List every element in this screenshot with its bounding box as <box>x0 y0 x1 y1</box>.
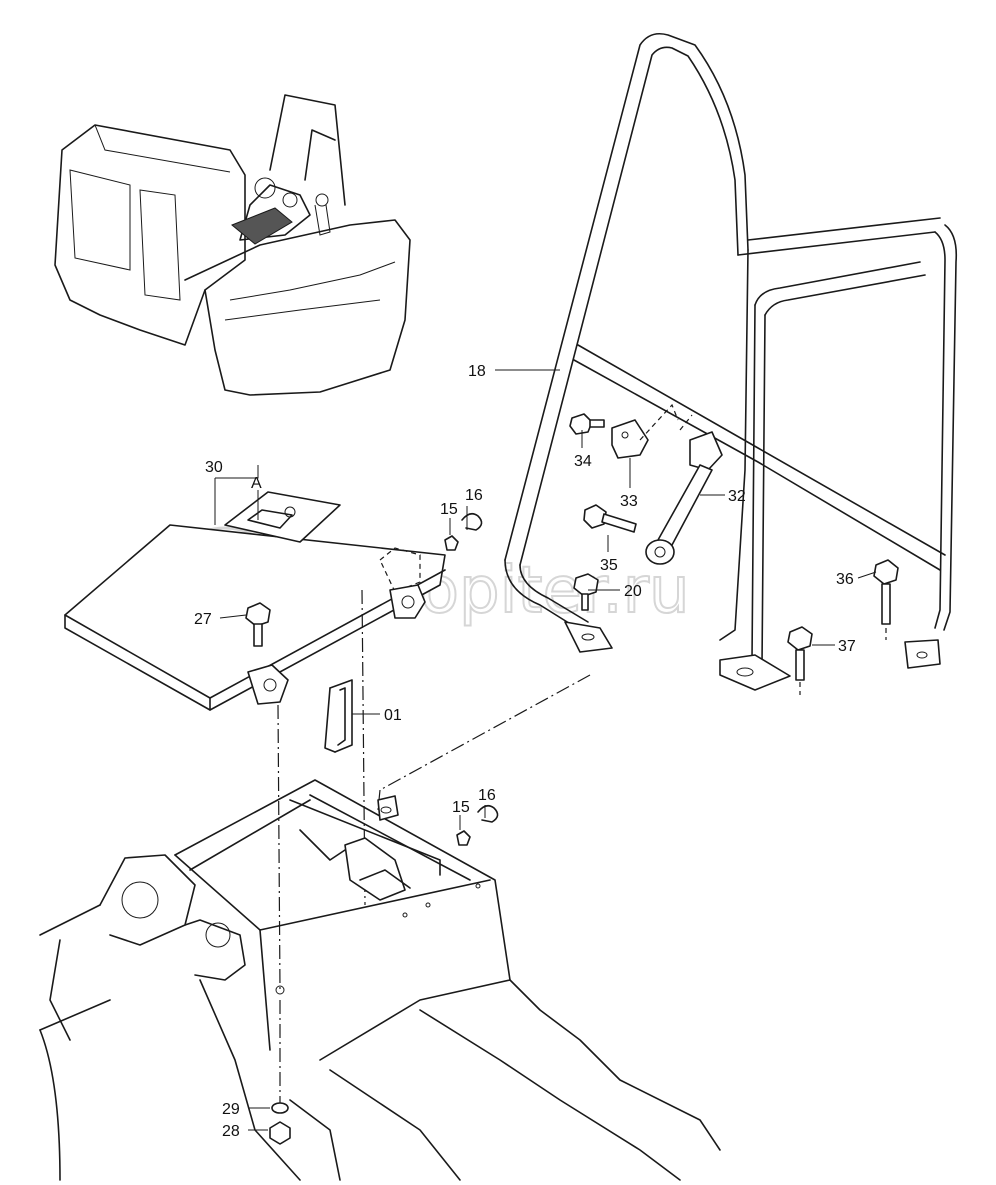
label-part-34: 34 <box>574 453 592 470</box>
handle-part <box>324 679 353 753</box>
label-part-27: 27 <box>194 611 212 628</box>
floor-plate <box>64 491 471 846</box>
label-view-A: A <box>251 475 262 492</box>
label-part-33: 33 <box>620 493 638 510</box>
label-part-18: 18 <box>468 363 486 380</box>
leader-lines <box>214 369 877 1131</box>
label-part-36: 36 <box>836 571 854 588</box>
label-part-01: 01 <box>384 707 402 724</box>
alignment-lines <box>277 589 591 1110</box>
part-labels: 18 34 33 32 35 20 36 37 30 A 15 16 27 01… <box>194 363 856 1140</box>
label-part-37: 37 <box>838 638 856 655</box>
excavator-overview <box>54 94 411 396</box>
label-part-28: 28 <box>222 1123 240 1140</box>
label-part-20: 20 <box>624 583 642 600</box>
label-part-35: 35 <box>600 557 618 574</box>
label-part-32: 32 <box>728 488 746 505</box>
label-part-30: 30 <box>205 459 223 476</box>
label-part-16-upper: 16 <box>465 487 483 504</box>
label-part-15-upper: 15 <box>440 501 458 518</box>
base-frame <box>39 779 721 1181</box>
handrail-frame <box>504 32 958 691</box>
strut-assembly <box>569 403 899 695</box>
label-part-16-lower: 16 <box>478 787 496 804</box>
label-part-29: 29 <box>222 1101 240 1118</box>
label-part-15-lower: 15 <box>452 799 470 816</box>
